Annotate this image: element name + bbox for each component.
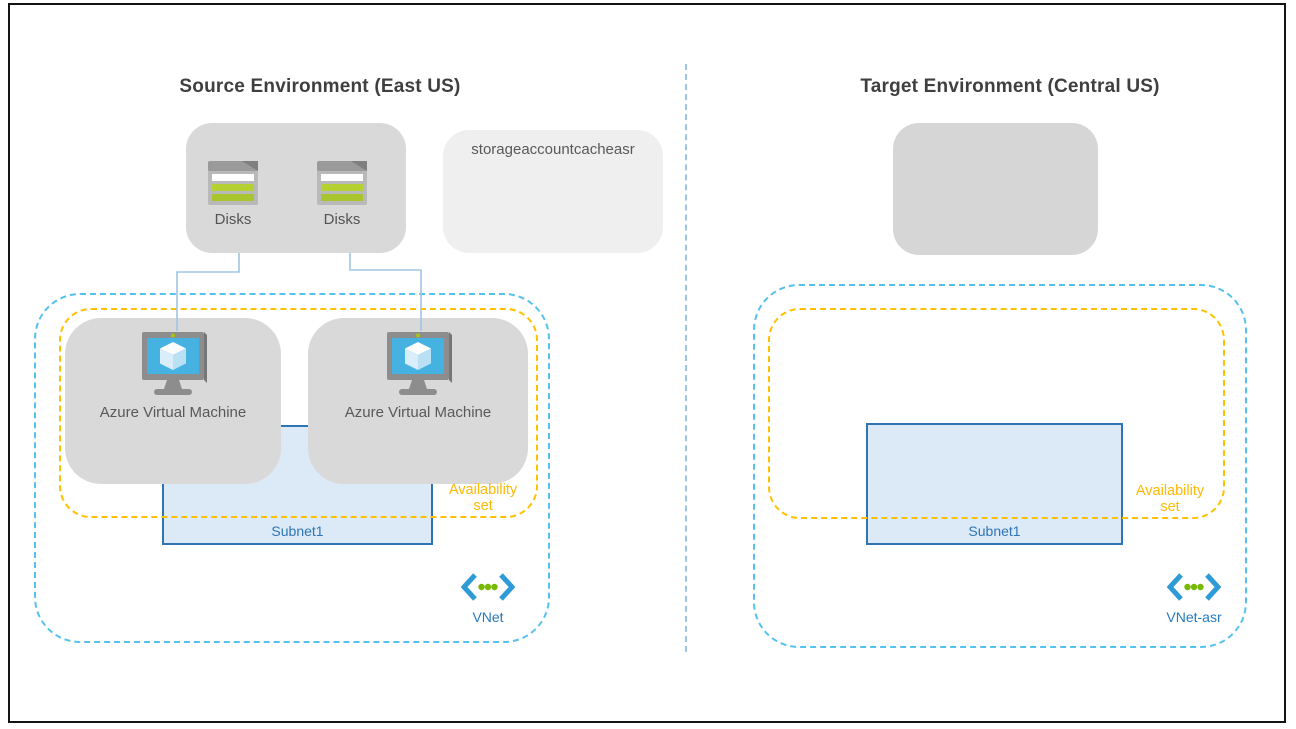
disk-icon bbox=[208, 161, 258, 205]
disk-item: Disks bbox=[207, 161, 259, 228]
cache-storage-account-box: storageaccountcacheasr bbox=[443, 130, 663, 253]
source-availability-set-boundary bbox=[59, 308, 538, 518]
vnet-icon bbox=[460, 572, 516, 607]
source-vm-box: Azure Virtual Machine bbox=[65, 318, 281, 484]
target-placeholder-box bbox=[893, 123, 1098, 255]
storage-account-name: storageaccountcacheasr bbox=[471, 141, 635, 158]
target-vnet-boundary bbox=[753, 284, 1247, 648]
availability-label-line1: Availability bbox=[1135, 483, 1205, 499]
target-subnet-label: Subnet1 bbox=[968, 523, 1021, 539]
vm-monitor-icon bbox=[142, 332, 207, 395]
availability-label-line2: set bbox=[473, 498, 493, 515]
source-availability-set-label: Availability set bbox=[433, 482, 533, 514]
source-vnet-boundary bbox=[34, 293, 550, 643]
availability-label-line2: set bbox=[1160, 499, 1180, 516]
source-environment-title: Source Environment (East US) bbox=[179, 76, 461, 97]
vnet-icon bbox=[1166, 572, 1222, 607]
source-vm-box: Azure Virtual Machine bbox=[308, 318, 528, 484]
vm-monitor-icon bbox=[387, 332, 452, 395]
disk-item: Disks bbox=[316, 161, 368, 228]
disk-label: Disks bbox=[323, 211, 361, 228]
source-subnet-label: Subnet1 bbox=[271, 523, 324, 539]
target-availability-set-boundary bbox=[768, 308, 1225, 519]
target-vnet-label: VNet-asr bbox=[1166, 609, 1222, 625]
target-environment-title: Target Environment (Central US) bbox=[860, 76, 1160, 97]
outer-border bbox=[8, 3, 1286, 723]
availability-label-line1: Availability bbox=[448, 482, 518, 498]
disk-label: Disks bbox=[214, 211, 252, 228]
environment-divider-line bbox=[685, 64, 687, 652]
vm-label: Azure Virtual Machine bbox=[344, 404, 492, 421]
vm-label: Azure Virtual Machine bbox=[99, 404, 247, 421]
disk-icon bbox=[317, 161, 367, 205]
source-vnet-label: VNet bbox=[472, 609, 504, 625]
target-subnet: Subnet1 bbox=[866, 423, 1123, 545]
target-availability-set-label: Availability set bbox=[1120, 483, 1220, 515]
